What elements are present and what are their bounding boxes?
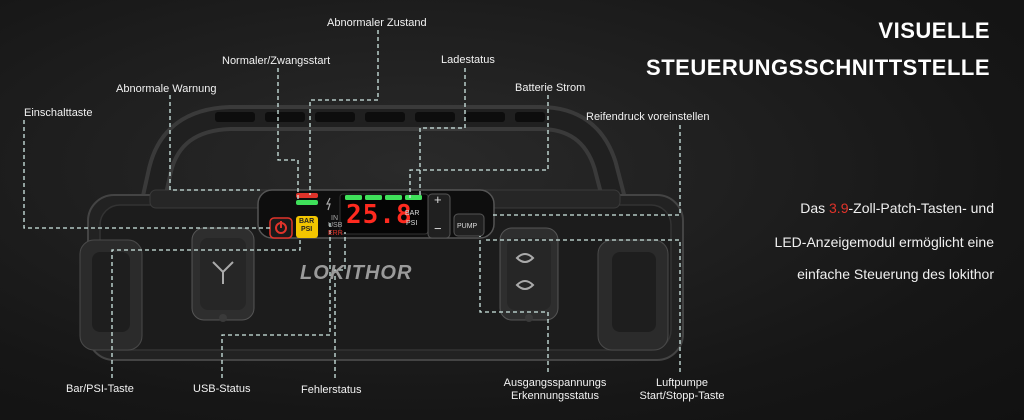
pressure-display: 25.8 [346, 200, 413, 230]
leader-usb [221, 220, 331, 378]
description-highlight: 3.9 [829, 200, 849, 216]
battery-segment [345, 195, 362, 200]
leader-einschalttaste [23, 120, 270, 229]
label-ausgangsspannung: Ausgangsspannungs Erkennungsstatus [500, 377, 610, 403]
description-line3: einfache Steuerung des lokithor [797, 266, 994, 282]
abnormal-led [296, 193, 318, 198]
label-abnormale-warnung: Abnormale Warnung [116, 83, 217, 95]
leader-luftpumpe [484, 239, 681, 372]
label-batterie-strom: Batterie Strom [515, 82, 586, 94]
leader-ausgang [479, 236, 549, 372]
label-fehlerstatus: Fehlerstatus [301, 384, 362, 396]
bar-psi-button[interactable]: BAR PSI [299, 218, 314, 234]
charge-bolt-icon [326, 197, 331, 211]
description-line1-after: -Zoll-Patch-Tasten- und [848, 200, 994, 216]
bar-psi-button-bg [296, 216, 318, 238]
battery-bars [345, 195, 422, 200]
err-indicator: ERR [328, 230, 343, 237]
air-hose-icon [515, 253, 535, 290]
bar-psi-button-line1: BAR [299, 218, 315, 225]
minus-button[interactable]: − [434, 221, 442, 236]
label-ausgang-line2: Erkennungsstatus [510, 390, 600, 402]
description-line2: LED-Anzeigemodul ermöglicht eine [774, 234, 994, 250]
battery-segment [365, 195, 382, 200]
leader-normal-zwangsstart [277, 68, 299, 202]
description-line1-before: Das [800, 200, 830, 216]
bar-unit: BAR [405, 210, 420, 217]
label-einschalttaste: Einschalttaste [24, 107, 93, 119]
leader-abnormale-warnung [169, 95, 260, 191]
pump-button[interactable]: PUMP [457, 223, 478, 230]
description-line1: Das 3.9-Zoll-Patch-Tasten- und [800, 200, 994, 216]
label-luftpumpe: Luftpumpe Start/Stopp-Taste [632, 377, 732, 403]
label-abnormaler-zustand: Abnormaler Zustand [327, 17, 427, 29]
plus-button[interactable]: + [434, 192, 442, 207]
label-luftpumpe-line2: Start/Stopp-Taste [639, 390, 725, 402]
battery-segment [385, 195, 402, 200]
normal-led [296, 200, 318, 205]
clamp-icon [212, 261, 234, 284]
label-ladestatus: Ladestatus [441, 54, 495, 66]
in-indicator: IN [331, 215, 338, 222]
handle-slots [215, 112, 545, 122]
label-bar-psi-taste: Bar/PSI-Taste [66, 383, 134, 395]
psi-unit: PSI [406, 220, 418, 227]
leader-abnormaler-zustand [309, 30, 379, 195]
battery-segment [405, 195, 422, 200]
label-reifendruck: Reifendruck voreinstellen [586, 111, 710, 123]
usb-indicator: USB [328, 222, 343, 229]
title-line2: STEUERUNGSSCHNITTSTELLE [646, 55, 990, 80]
leader-ladestatus [419, 68, 466, 196]
label-luftpumpe-line1: Luftpumpe [656, 377, 708, 389]
leader-batterie [409, 95, 549, 198]
leader-fehler [334, 232, 346, 378]
leader-bar-psi [111, 238, 301, 378]
leader-reifendruck [492, 125, 681, 216]
brand-logo: LOKITHOR [300, 262, 413, 284]
label-normal-zwangsstart: Normaler/Zwangsstart [222, 55, 331, 67]
bar-psi-button-line2: PSI [300, 226, 313, 233]
title-line1: VISUELLE [878, 18, 990, 43]
label-ausgang-line1: Ausgangsspannungs [503, 377, 607, 389]
label-usb-status: USB-Status [193, 383, 251, 395]
